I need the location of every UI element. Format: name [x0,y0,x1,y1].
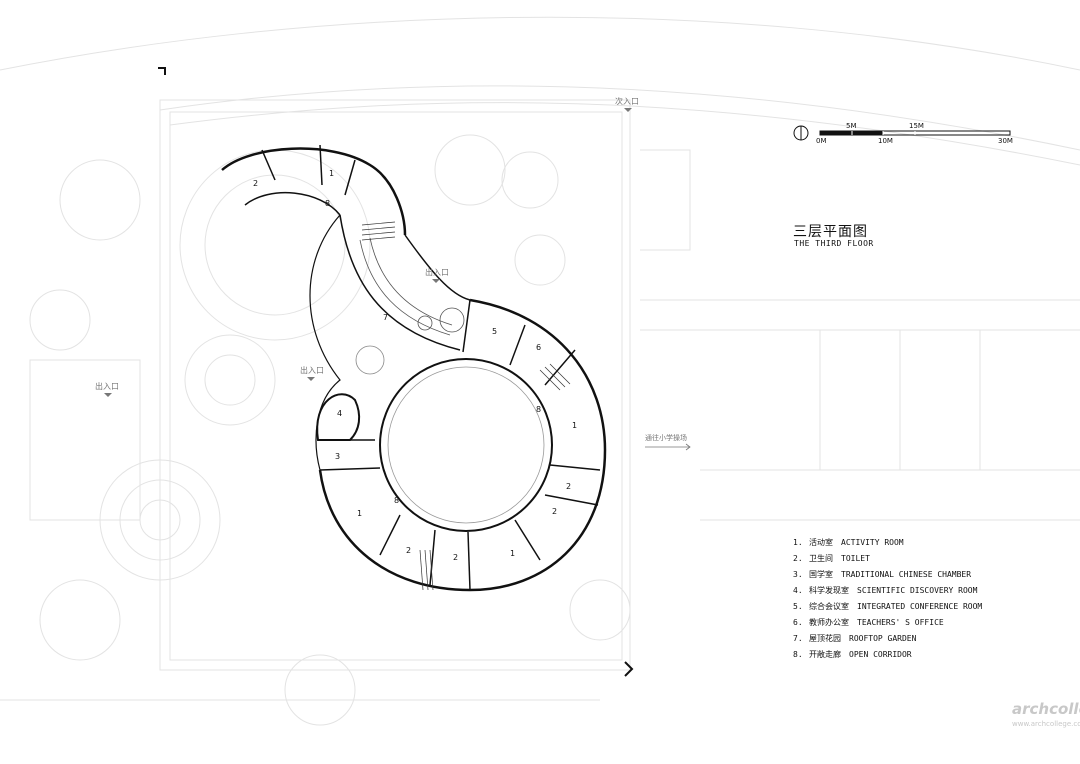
drawing-title-cn: 三层平面图 [793,224,868,240]
room-number: 1 [357,509,362,518]
room-legend: 1. 活动室 ACTIVITY ROOM 2. 卫生间 TOILET 3. 国学室 TRAD… [793,535,982,663]
room-number: 1 [510,549,515,558]
legend-cn: 教师办公室 [809,618,849,627]
legend-en: ROOFTOP GARDEN [849,634,917,643]
building-outline [221,144,607,592]
legend-num: 3. [793,570,803,579]
legend-cn: 卫生间 [809,554,833,563]
scale-label-15m: 15M [909,122,924,130]
room-number-labels: 2 1 8 7 5 6 8 1 4 3 2 2 8 1 2 2 1 [253,169,577,562]
room-number: 2 [552,507,557,516]
room-number: 8 [536,405,541,414]
legend-en: TRADITIONAL CHINESE CHAMBER [841,570,972,579]
site-context [0,16,1080,726]
legend-num: 8. [793,650,803,659]
watermark-url: www.archcollege.com [1012,720,1080,728]
room-number: 7 [383,313,388,322]
legend-item: 3. 国学室 TRADITIONAL CHINESE CHAMBER [793,567,982,583]
legend-en: INTEGRATED CONFERENCE ROOM [857,602,983,611]
legend-num: 6. [793,618,803,627]
legend-item: 2. 卫生间 TOILET [793,551,982,567]
section-marker-top-left [158,67,166,75]
legend-cn: 综合会议室 [809,602,849,611]
scale-label-10m: 10M [878,137,893,145]
scale-bar: 5M 15M 0M 10M 30M [793,122,1013,145]
legend-num: 4. [793,586,803,595]
entrance-label-left: 出入口 [95,381,119,391]
room-number: 3 [335,452,340,461]
legend-num: 5. [793,602,803,611]
legend-cn: 活动室 [809,538,833,547]
room-number: 1 [572,421,577,430]
drawing-title-en: THE THIRD FLOOR [794,239,874,248]
legend-en: TOILET [841,554,870,563]
room-number: 2 [453,553,458,562]
room-number: 2 [253,179,258,188]
watermark-logo: archcollege [1012,700,1080,718]
room-number: 8 [394,496,399,505]
legend-item: 1. 活动室 ACTIVITY ROOM [793,535,982,551]
entrance-label-top: 次入口 [615,96,639,106]
legend-cn: 屋顶花园 [809,634,841,643]
legend-item: 6. 教师办公室 TEACHERS' S OFFICE [793,615,982,631]
room-number: 6 [536,343,541,352]
watermark: archcollege www.archcollege.com [1012,700,1080,752]
legend-cn: 科学发现室 [809,586,849,595]
legend-en: OPEN CORRIDOR [849,650,912,659]
legend-en: TEACHERS' S OFFICE [857,618,944,627]
legend-item: 4. 科学发现室 SCIENTIFIC DISCOVERY ROOM [793,583,982,599]
legend-num: 1. [793,538,803,547]
legend-num: 2. [793,554,803,563]
legend-item: 8. 开敞走廊 OPEN CORRIDOR [793,647,982,663]
legend-item: 7. 屋顶花园 ROOFTOP GARDEN [793,631,982,647]
scale-label-0m: 0M [816,137,827,145]
entrance-label-east: 通往小学操场 [645,433,687,442]
legend-num: 7. [793,634,803,643]
entrance-label-right: 出入口 [425,267,449,277]
room-number: 4 [337,409,342,418]
scale-label-5m: 5M [846,122,857,130]
room-number: 8 [325,199,330,208]
entrance-labels: 次入口 出入口 出入口 出入口 通往小学操场 [95,96,691,451]
legend-en: SCIENTIFIC DISCOVERY ROOM [857,586,978,595]
section-marker-bottom-right [624,661,634,677]
legend-cn: 国学室 [809,570,833,579]
room-number: 5 [492,327,497,336]
legend-en: ACTIVITY ROOM [841,538,904,547]
legend-item: 5. 综合会议室 INTEGRATED CONFERENCE ROOM [793,599,982,615]
scale-label-30m: 30M [998,137,1013,145]
room-number: 2 [566,482,571,491]
entrance-label-middle: 出入口 [300,365,324,375]
room-number: 1 [329,169,334,178]
legend-cn: 开敞走廊 [809,650,841,659]
room-number: 2 [406,546,411,555]
